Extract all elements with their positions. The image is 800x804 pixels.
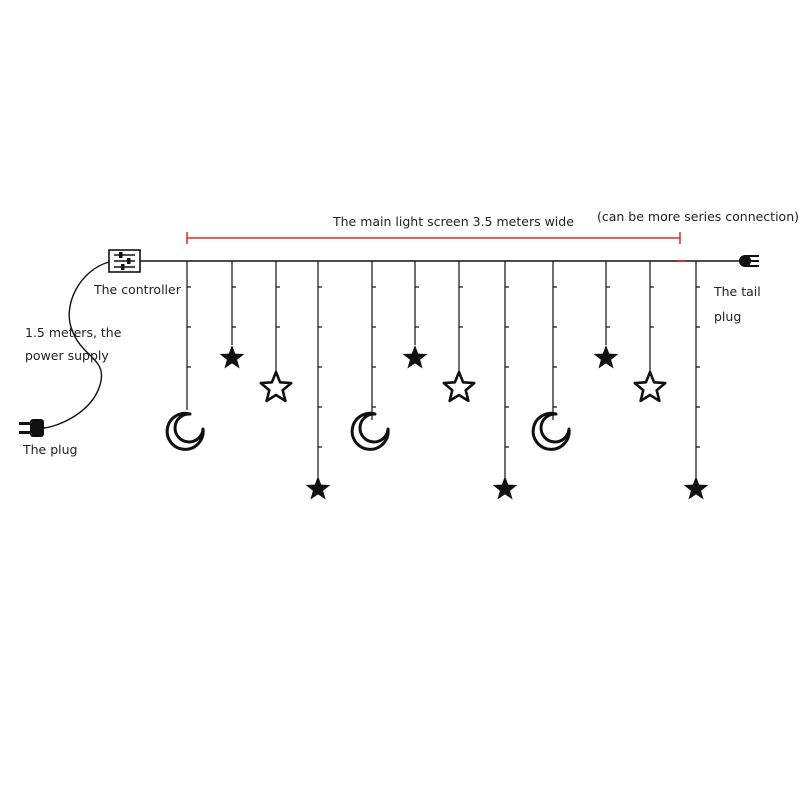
tail-plug-label-line2: plug: [714, 309, 742, 325]
plug-icon: [19, 419, 44, 437]
solid-star-icon: [593, 345, 619, 369]
solid-star-icon: [683, 476, 709, 500]
main-screen-label: The main light screen 3.5 meters wide: [333, 214, 574, 229]
pendant-strand: [165, 261, 205, 451]
plug-label: The plug: [23, 442, 78, 457]
pendant-strand: [531, 261, 571, 451]
solid-star-icon: [492, 476, 518, 500]
outline-star-icon: [442, 370, 476, 403]
controller-label: The controller: [94, 282, 181, 297]
tail-plug-label: The tail plug: [714, 282, 761, 327]
tail-plug-icon: [739, 255, 759, 267]
outline-star-icon: [633, 370, 667, 403]
pendant-strand: [492, 261, 518, 500]
series-connection-label: (can be more series connection): [597, 209, 799, 224]
outline-star-icon: [259, 370, 293, 403]
power-supply-label-line2: power supply: [25, 348, 109, 364]
solid-star-icon: [402, 345, 428, 369]
pendant-strand: [219, 261, 245, 369]
solid-star-icon: [305, 476, 331, 500]
moon-icon: [350, 411, 390, 451]
power-cable: [43, 261, 110, 429]
power-supply-label: 1.5 meters, the power supply: [25, 323, 121, 366]
pendant-strand: [350, 261, 390, 451]
tail-plug-label-line1: The tail: [714, 284, 761, 299]
pendant-strands: [165, 261, 709, 500]
solid-star-icon: [219, 345, 245, 369]
controller-icon: [108, 249, 141, 273]
moon-icon: [165, 411, 205, 451]
dimension-line: [186, 232, 681, 244]
pendant-strand: [259, 261, 293, 403]
pendant-strand: [442, 261, 476, 403]
pendant-strand: [305, 261, 331, 500]
pendant-strand: [593, 261, 619, 369]
pendant-strand: [683, 261, 709, 500]
pendant-strand: [402, 261, 428, 369]
moon-icon: [531, 411, 571, 451]
pendant-strand: [633, 261, 667, 403]
power-supply-label-line1: 1.5 meters, the: [25, 325, 122, 340]
